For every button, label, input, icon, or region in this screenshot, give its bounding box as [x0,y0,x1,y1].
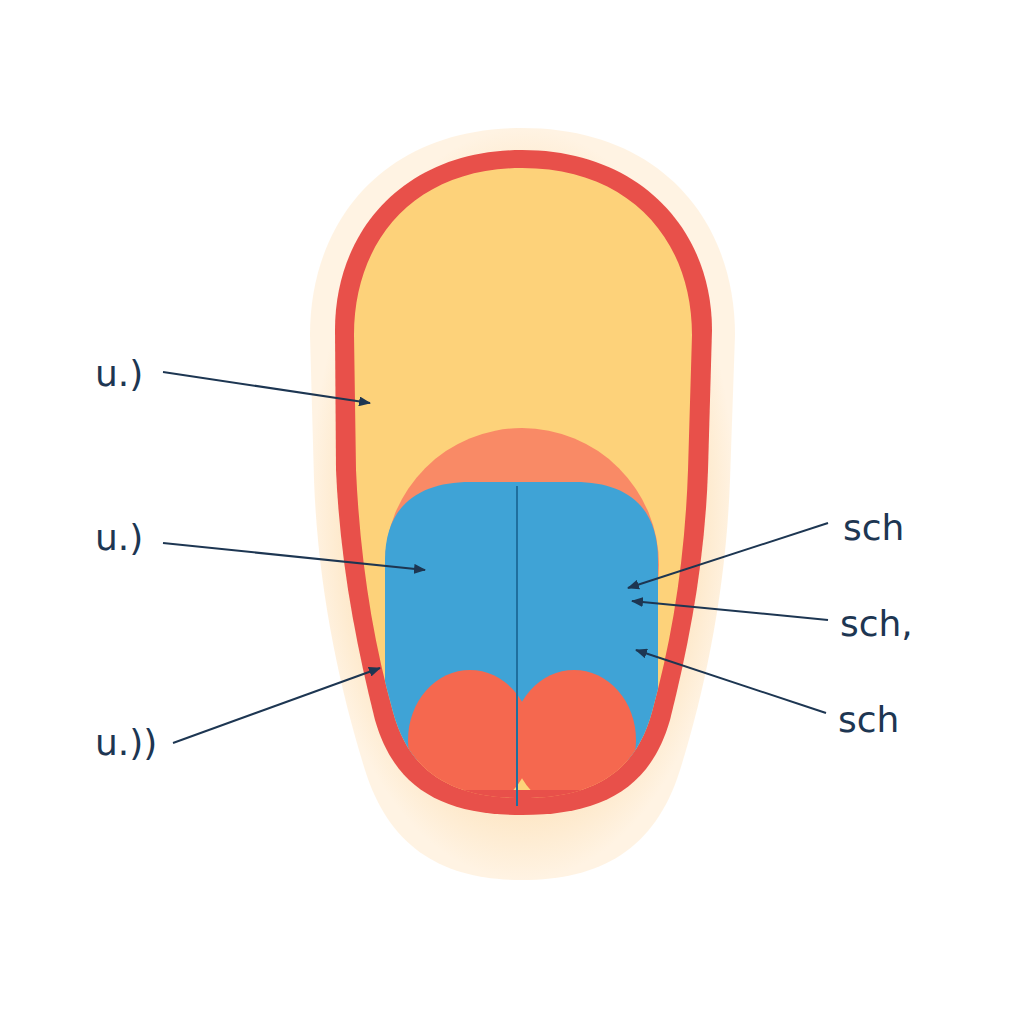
part-label: u.) [95,356,143,392]
yellow-region [340,160,700,820]
leader-line [636,650,826,713]
outer-glow [310,128,735,880]
tip-lobe-right [512,670,636,810]
leader-line [173,668,380,743]
leader-line [163,543,425,570]
part-label: u.) [95,520,143,556]
part-label: sch [843,510,904,546]
part-label: sch, [840,606,913,642]
median-line [516,486,518,806]
leader-line [628,523,828,588]
leader-line [632,601,828,620]
outline-bottom-band [340,790,700,820]
part-label: sch [838,702,899,738]
leader-line [163,372,370,403]
part-label: u.)) [95,725,157,761]
